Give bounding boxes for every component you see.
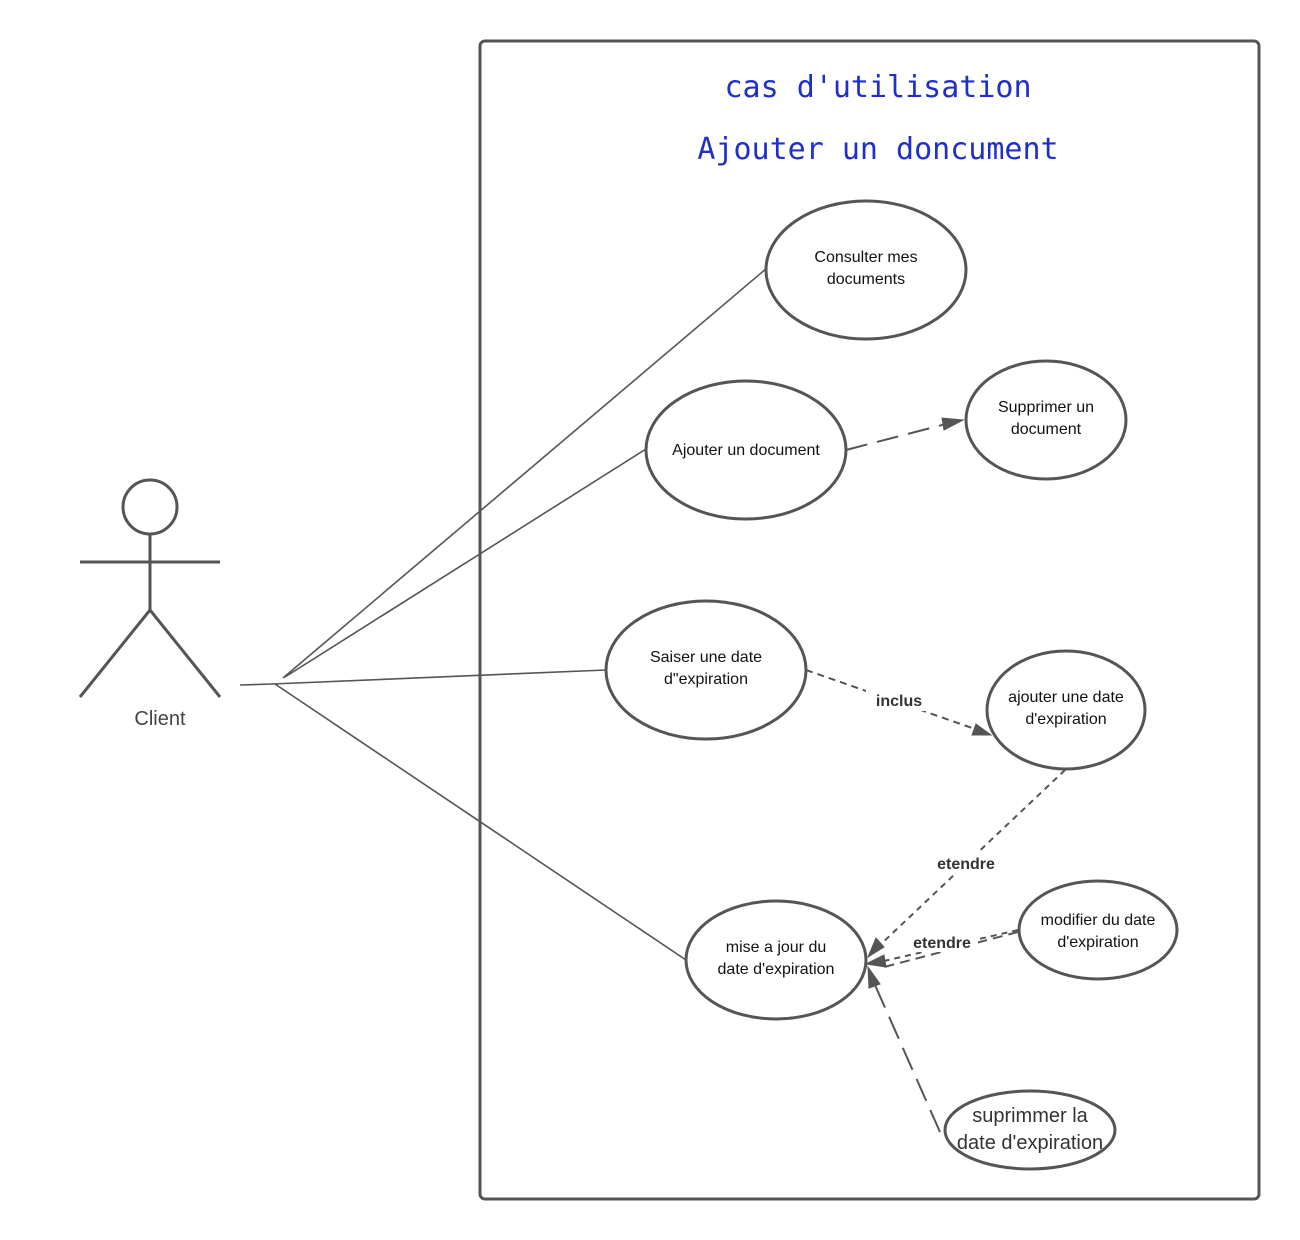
use-case-mise-a-jour-date[interactable]: mise a jour du date d'expiration — [684, 899, 868, 1021]
use-case-label: d'expiration — [1025, 711, 1106, 728]
arrow-head — [864, 954, 887, 968]
use-case-label: mise a jour du — [726, 939, 827, 956]
actor-client[interactable] — [78, 478, 222, 698]
use-case-ellipse — [764, 199, 968, 341]
association-mise-a-jour — [274, 683, 687, 961]
extend-label-1-bg — [930, 852, 1002, 874]
use-case-consulter-documents[interactable]: Consulter mes documents — [764, 199, 968, 341]
use-case-ajouter-date[interactable]: ajouter une date d'expiration — [985, 649, 1147, 771]
dependency-line — [845, 423, 947, 451]
use-case-ajouter-document[interactable]: Ajouter un document — [644, 379, 848, 521]
use-case-supprimer-date[interactable]: suprimmer la date d'expiration — [943, 1089, 1117, 1171]
actor-left-leg — [78, 609, 152, 698]
use-case-label: d'expiration — [1057, 934, 1138, 951]
use-case-ellipse — [1017, 879, 1179, 981]
arrow-head — [867, 965, 881, 989]
use-case-label: document — [1011, 421, 1082, 438]
use-case-label: documents — [827, 271, 905, 288]
use-case-ellipse — [985, 649, 1147, 771]
arrow-head — [866, 937, 885, 959]
use-case-modifier-date[interactable]: modifier du date d'expiration — [1017, 879, 1179, 981]
use-case-label: d"expiration — [664, 671, 748, 688]
extend-line-1 — [879, 769, 1066, 946]
use-case-saisir-date[interactable]: Saiser une date d"expiration — [604, 599, 808, 741]
association-ajouter-document — [284, 448, 647, 678]
dependency-supprimer-date — [867, 965, 941, 1133]
extend-label-2-bg — [906, 932, 978, 952]
dependency-ajouter-supprimer — [845, 417, 965, 451]
use-case-label: ajouter une date — [1008, 689, 1124, 706]
use-case-label: Ajouter un document — [672, 442, 820, 459]
extend-label-1: etendre — [937, 856, 995, 873]
association-stub — [239, 683, 273, 686]
arrow-head — [971, 723, 993, 736]
use-case-ellipse — [964, 359, 1128, 481]
diagram-title: cas d'utilisation — [724, 70, 1031, 105]
use-case-ellipse — [644, 379, 848, 521]
use-case-ellipse — [604, 599, 808, 741]
association-consulter — [282, 267, 768, 679]
use-case-ellipse — [943, 1089, 1117, 1171]
actor-head — [121, 478, 179, 536]
use-case-label: Consulter mes — [814, 249, 917, 266]
extend-relation-1 — [866, 769, 1066, 959]
use-case-label: Supprimer un — [998, 399, 1094, 416]
use-case-label: date d'expiration — [718, 961, 835, 978]
arrow-head — [941, 417, 965, 431]
association-saisir-date — [271, 669, 607, 685]
actor-right-leg — [148, 609, 222, 698]
include-label: inclus — [876, 693, 922, 710]
include-label-bg — [866, 689, 930, 711]
associations — [239, 267, 768, 961]
extend-label-2: etendre — [913, 935, 971, 952]
dependency-line-2 — [874, 984, 941, 1133]
use-case-label: date d'expiration — [957, 1132, 1103, 1154]
use-case-ellipse — [684, 899, 868, 1021]
use-case-label: Saiser une date — [650, 649, 762, 666]
use-case-supprimer-document[interactable]: Supprimer un document — [964, 359, 1128, 481]
use-case-label: modifier du date — [1041, 912, 1156, 929]
use-case-label: suprimmer la — [972, 1105, 1088, 1127]
diagram-subtitle: Ajouter un doncument — [697, 132, 1058, 167]
actor-label: Client — [134, 708, 186, 730]
